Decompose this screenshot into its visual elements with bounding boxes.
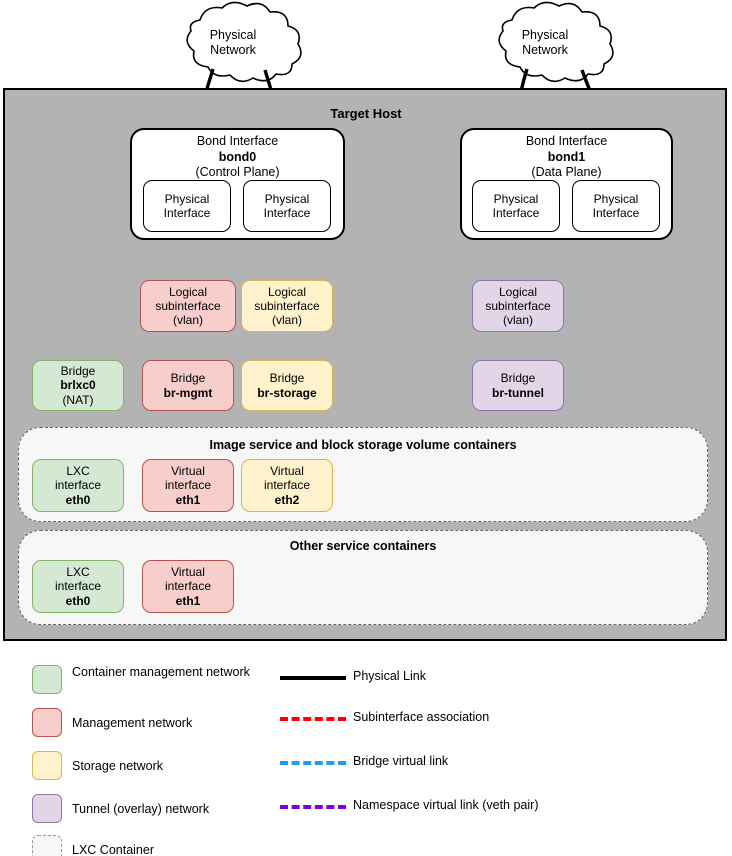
container1-eth0-name: eth0	[65, 492, 91, 507]
bridge-br-mgmt: Bridge br-mgmt	[142, 360, 234, 411]
subif-tunnel-line1: Logical	[498, 284, 538, 299]
legend-label-physical-link: Physical Link	[353, 669, 426, 683]
legend-label-namespace-link: Namespace virtual link (veth pair)	[353, 798, 539, 812]
bond1-label: Bond Interface bond1 (Data Plane)	[460, 134, 673, 181]
bond0-title: Bond Interface	[196, 134, 279, 148]
subif-mgmt-line3: (vlan)	[172, 313, 203, 328]
cloud-right-line1: Physical	[521, 28, 569, 42]
cloud-left-line2: Network	[210, 43, 256, 57]
bridge-br-tunnel: Bridge br-tunnel	[472, 360, 564, 411]
bond0-pif1-line2: Interface	[163, 206, 211, 220]
subif-mgmt-line1: Logical	[168, 284, 208, 299]
legend-swatch-storage	[32, 751, 62, 780]
bridge-brlxc0-extra: (NAT)	[62, 392, 94, 407]
bond1-pif1-line2: Interface	[492, 206, 540, 220]
bridge-br-mgmt-name: br-mgmt	[163, 385, 213, 400]
cloud-right-label: Physical Network	[502, 28, 588, 58]
subif-storage-line3: (vlan)	[271, 313, 302, 328]
container2-eth0-name: eth0	[65, 593, 91, 608]
bond0-physical-interface-1: Physical Interface	[143, 180, 231, 232]
subinterface-mgmt: Logical subinterface (vlan)	[140, 280, 236, 332]
subinterface-storage: Logical subinterface (vlan)	[241, 280, 333, 332]
subinterface-tunnel: Logical subinterface (vlan)	[472, 280, 564, 332]
bond0-label: Bond Interface bond0 (Control Plane)	[130, 134, 345, 181]
bridge-br-tunnel-label: Bridge	[500, 371, 536, 386]
legend-label-lxc-container: LXC Container	[72, 843, 154, 856]
container1-eth2-name: eth2	[274, 492, 300, 507]
subif-storage-line1: Logical	[267, 284, 307, 299]
legend-label-subinterface-assoc: Subinterface association	[353, 710, 490, 724]
bond0-name: bond0	[218, 149, 257, 164]
cloud-left-label: Physical Network	[190, 28, 276, 58]
container1-eth1-name: eth1	[175, 492, 201, 507]
legend-label-management: Management network	[72, 716, 193, 730]
legend-line-namespace	[280, 805, 346, 809]
subif-mgmt-line2: subinterface	[155, 298, 221, 313]
container2-interface-eth0: LXC interface eth0	[32, 560, 124, 613]
legend-label-storage: Storage network	[72, 759, 164, 773]
container1-eth2-line2: interface	[263, 478, 311, 493]
bond0-role: (Control Plane)	[195, 165, 280, 180]
container1-eth0-line2: interface	[54, 478, 102, 493]
bond0-pif2-line1: Physical	[264, 191, 310, 206]
bridge-br-tunnel-name: br-tunnel	[492, 385, 544, 400]
cloud-left-line1: Physical	[209, 28, 257, 42]
bond0-pif2-line2: Interface	[263, 206, 311, 220]
container-other-services-box	[18, 530, 708, 625]
container2-eth0-line1: LXC	[66, 565, 90, 580]
container-image-block-title: Image service and block storage volume c…	[209, 438, 517, 452]
bridge-br-mgmt-label: Bridge	[170, 371, 206, 386]
container1-eth2-line1: Virtual	[270, 464, 304, 479]
bridge-brlxc0-name: brlxc0	[60, 378, 96, 393]
container2-eth0-line2: interface	[54, 579, 102, 594]
bond1-name: bond1	[547, 149, 586, 164]
legend-line-physical	[280, 676, 346, 680]
bridge-br-storage: Bridge br-storage	[241, 360, 333, 411]
bridge-brlxc0-label: Bridge	[60, 364, 96, 379]
container1-interface-eth1: Virtual interface eth1	[142, 459, 234, 512]
bond1-pif1-line1: Physical	[493, 191, 539, 206]
container1-interface-eth2: Virtual interface eth2	[241, 459, 333, 512]
target-host-title: Target Host	[330, 106, 402, 121]
bond1-pif2-line1: Physical	[593, 191, 639, 206]
legend-swatch-management	[32, 708, 62, 737]
legend-swatch-tunnel	[32, 794, 62, 823]
bond1-pif2-line2: Interface	[592, 206, 640, 220]
container1-eth0-line1: LXC	[66, 464, 90, 479]
legend-label-tunnel: Tunnel (overlay) network	[72, 802, 210, 816]
container2-eth1-name: eth1	[175, 593, 201, 608]
container2-eth1-line2: interface	[164, 579, 212, 594]
legend-line-bridge	[280, 761, 346, 765]
container-other-services-title: Other service containers	[289, 539, 437, 553]
container2-interface-eth1: Virtual interface eth1	[142, 560, 234, 613]
bond1-physical-interface-1: Physical Interface	[472, 180, 560, 232]
container1-interface-eth0: LXC interface eth0	[32, 459, 124, 512]
bond0-physical-interface-2: Physical Interface	[243, 180, 331, 232]
cloud-right-line2: Network	[522, 43, 568, 57]
bridge-br-storage-label: Bridge	[269, 371, 305, 386]
legend-line-subinterface	[280, 717, 346, 721]
bond1-physical-interface-2: Physical Interface	[572, 180, 660, 232]
container-image-block-box	[18, 427, 708, 522]
bond0-pif1-line1: Physical	[164, 191, 210, 206]
bridge-br-storage-name: br-storage	[257, 385, 317, 400]
bond1-title: Bond Interface	[525, 134, 608, 148]
container1-eth1-line1: Virtual	[171, 464, 205, 479]
subif-storage-line2: subinterface	[254, 298, 320, 313]
bridge-brlxc0: Bridge brlxc0 (NAT)	[32, 360, 124, 411]
container2-eth1-line1: Virtual	[171, 565, 205, 580]
legend-label-container-mgmt: Container management network	[72, 665, 250, 679]
subif-tunnel-line2: subinterface	[485, 298, 551, 313]
legend-swatch-lxc-container	[32, 835, 62, 856]
subif-tunnel-line3: (vlan)	[502, 313, 533, 328]
legend: Container management network Management …	[0, 648, 732, 856]
legend-swatch-container-mgmt	[32, 665, 62, 694]
container1-eth1-line2: interface	[164, 478, 212, 493]
legend-label-bridge-link: Bridge virtual link	[353, 754, 449, 768]
bond1-role: (Data Plane)	[531, 165, 602, 180]
